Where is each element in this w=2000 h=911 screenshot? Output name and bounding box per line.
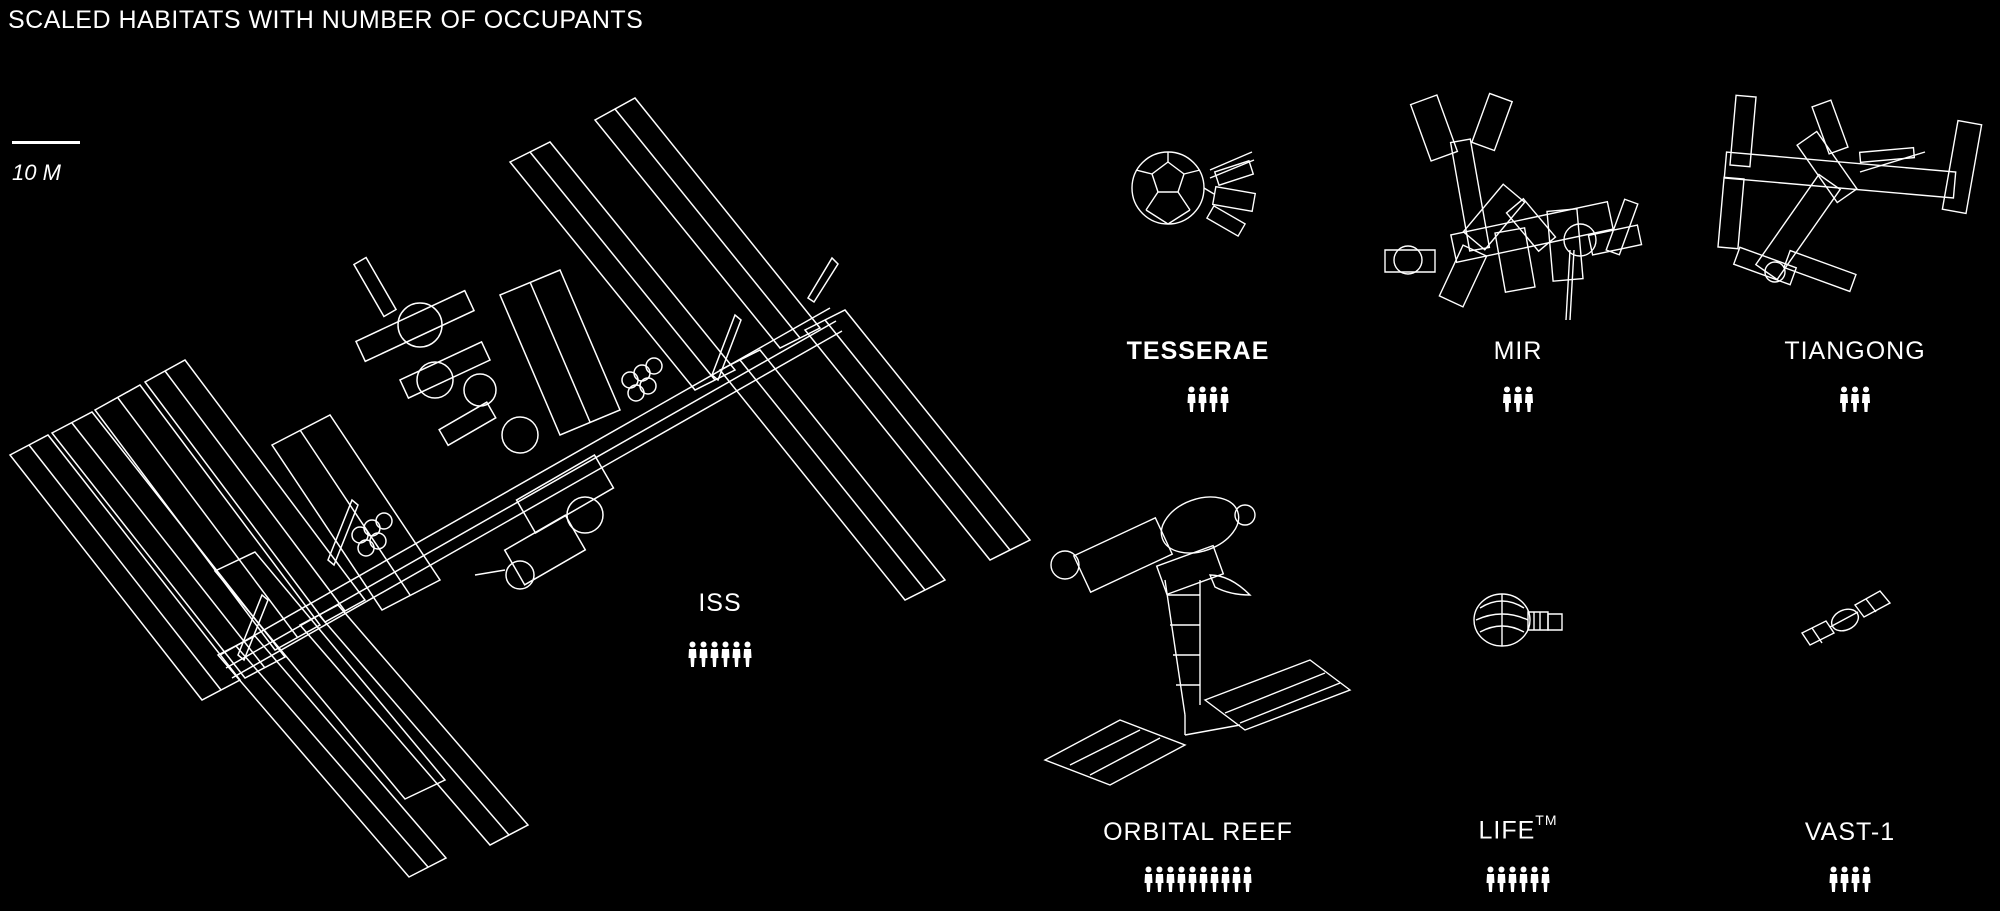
occupant-figure-icon bbox=[1232, 866, 1241, 892]
iss-solar-array-left-lower bbox=[215, 552, 528, 877]
occupant-figure-icon bbox=[1508, 866, 1517, 892]
iss-joints bbox=[238, 258, 838, 660]
occupant-figure-icon bbox=[1514, 386, 1522, 412]
occupant-figure-icon bbox=[732, 641, 741, 667]
occupant-figure-icon bbox=[1486, 866, 1495, 892]
mir-label: MIR bbox=[1493, 337, 1543, 365]
iss-solar-array-right-upper bbox=[510, 98, 820, 390]
occupant-figure-icon bbox=[1177, 866, 1186, 892]
occupant-figure-icon bbox=[1166, 866, 1175, 892]
occupant-figure-icon bbox=[1221, 866, 1230, 892]
occupant-figure-icon bbox=[1530, 866, 1539, 892]
occupant-figure-icon bbox=[1220, 386, 1229, 412]
occupant-figure-icon bbox=[1210, 866, 1219, 892]
occupant-figure-icon bbox=[721, 641, 730, 667]
iss-solar-array-right-lower bbox=[720, 310, 1030, 600]
life-label: LIFETM bbox=[1478, 812, 1557, 845]
tiangong-drawing bbox=[1715, 92, 1995, 302]
orbital-reef-occupants bbox=[1144, 866, 1252, 892]
iss-radiators bbox=[272, 270, 620, 610]
scale-bar bbox=[12, 141, 80, 144]
scale-label: 10 M bbox=[12, 160, 61, 185]
iss-modules bbox=[354, 258, 614, 589]
tesserae-drawing bbox=[1130, 150, 1270, 260]
occupant-figure-icon bbox=[1144, 866, 1153, 892]
iss-clusters bbox=[352, 358, 662, 556]
occupant-figure-icon bbox=[710, 641, 719, 667]
occupant-figure-icon bbox=[1862, 386, 1870, 412]
iss-solar-array-left-upper bbox=[10, 412, 285, 700]
iss-drawing bbox=[0, 80, 1040, 860]
occupant-figure-icon bbox=[1840, 866, 1849, 892]
occupant-figure-icon bbox=[1851, 866, 1860, 892]
tesserae-label: TESSERAE bbox=[1126, 337, 1270, 365]
life-drawing bbox=[1470, 590, 1570, 650]
tiangong-occupants bbox=[1840, 386, 1871, 412]
occupant-figure-icon bbox=[1541, 866, 1550, 892]
life-occupants bbox=[1486, 866, 1550, 892]
vast-1-drawing bbox=[1800, 585, 1895, 650]
iss-label: ISS bbox=[698, 589, 742, 617]
orbital-reef-label: ORBITAL REEF bbox=[1103, 818, 1293, 846]
occupant-figure-icon bbox=[1187, 386, 1196, 412]
occupant-figure-icon bbox=[1155, 866, 1164, 892]
occupant-figure-icon bbox=[1243, 866, 1252, 892]
occupant-figure-icon bbox=[1198, 386, 1207, 412]
occupant-figure-icon bbox=[743, 641, 752, 667]
occupant-figure-icon bbox=[1519, 866, 1528, 892]
life-label-trademark: TM bbox=[1535, 812, 1558, 828]
page-title: SCALED HABITATS WITH NUMBER OF OCCUPANTS bbox=[8, 6, 644, 34]
vast-1-occupants bbox=[1829, 866, 1871, 892]
life-label-text: LIFE bbox=[1478, 816, 1536, 845]
iss-solar-array-left-mid bbox=[95, 360, 365, 650]
occupant-figure-icon bbox=[1199, 866, 1208, 892]
occupant-figure-icon bbox=[1525, 386, 1533, 412]
mir-drawing bbox=[1380, 90, 1650, 330]
vast-1-label: VAST-1 bbox=[1804, 818, 1896, 846]
occupant-figure-icon bbox=[688, 641, 697, 667]
occupant-figure-icon bbox=[1862, 866, 1871, 892]
occupant-figure-icon bbox=[1829, 866, 1838, 892]
occupant-figure-icon bbox=[1497, 866, 1506, 892]
mir-occupants bbox=[1503, 386, 1534, 412]
occupant-figure-icon bbox=[1840, 386, 1848, 412]
occupant-figure-icon bbox=[699, 641, 708, 667]
occupant-figure-icon bbox=[1851, 386, 1859, 412]
occupant-figure-icon bbox=[1209, 386, 1218, 412]
occupant-figure-icon bbox=[1188, 866, 1197, 892]
occupant-figure-icon bbox=[1503, 386, 1511, 412]
tesserae-occupants bbox=[1187, 386, 1229, 412]
orbital-reef-drawing bbox=[1040, 495, 1360, 795]
tiangong-label: TIANGONG bbox=[1784, 337, 1926, 365]
iss-occupants bbox=[688, 641, 752, 667]
